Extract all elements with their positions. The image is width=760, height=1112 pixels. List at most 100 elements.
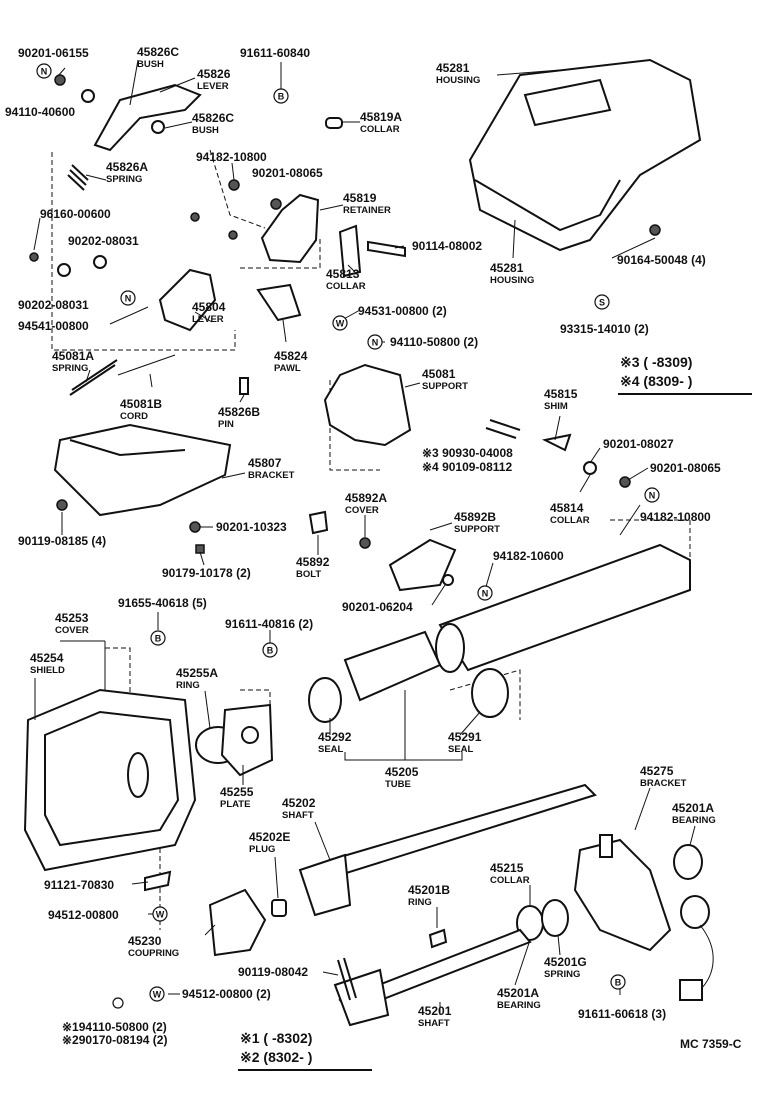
part-number-label: 91611-40816 (2) xyxy=(225,617,313,631)
part-number-label: ※194110-50800 (2) xyxy=(62,1020,167,1034)
part-number-label: 91611-60618 (3) xyxy=(578,1007,666,1021)
part-number-label: 45815 xyxy=(544,387,578,401)
part-number-label: 94182-10800 xyxy=(640,510,711,524)
part-number-label: 45291 xyxy=(448,730,482,744)
part-name-label: COVER xyxy=(345,505,379,516)
note-1-label: ※1 ( -8302) xyxy=(240,1030,312,1046)
part-name-label: RETAINER xyxy=(343,205,391,216)
part-name-label: COLLAR xyxy=(550,515,590,526)
part-number-label: 94182-10600 xyxy=(493,549,564,563)
leader-lines xyxy=(33,59,696,1015)
part-name-label: TUBE xyxy=(385,779,411,790)
part-name-label: BRACKET xyxy=(640,778,687,789)
b-symbol: B xyxy=(610,974,626,990)
cover-shield-group xyxy=(23,688,274,872)
part-number-label: 90164-50048 (4) xyxy=(617,253,706,267)
n-symbol: N xyxy=(644,487,660,503)
part-number-label: ※290170-08194 (2) xyxy=(62,1033,167,1047)
part-number-label: 45081B xyxy=(120,397,162,411)
part-number-label: 45201G xyxy=(544,955,587,969)
part-number-label: 45215 xyxy=(490,861,524,875)
part-name-label: HOUSING xyxy=(490,275,534,286)
part-name-label: BOLT xyxy=(296,569,321,580)
part-number-label: 91655-40618 (5) xyxy=(118,596,207,610)
note-3-label: ※3 ( -8309) xyxy=(620,354,692,370)
part-number-label: 45202 xyxy=(282,796,316,810)
part-number-label: 90201-08065 xyxy=(252,166,323,180)
part-name-label: PLUG xyxy=(249,844,275,855)
housing-group xyxy=(468,58,702,252)
part-number-label: 90201-08027 xyxy=(603,437,674,451)
part-name-label: COVER xyxy=(55,625,89,636)
part-number-label: 94512-00800 (2) xyxy=(182,987,271,1001)
part-number-label: 45201 xyxy=(418,1004,452,1018)
part-number-label: 94531-00800 (2) xyxy=(358,304,447,318)
part-name-label: BEARING xyxy=(497,1000,541,1011)
part-number-label: 45824 xyxy=(274,349,308,363)
part-number-label: 45292 xyxy=(318,730,352,744)
part-number-label: 93315-14010 (2) xyxy=(560,322,649,336)
svg-text:N: N xyxy=(372,338,379,348)
part-number-label: 45892A xyxy=(345,491,387,505)
part-number-label: 45254 xyxy=(30,651,64,665)
part-name-label: SUPPORT xyxy=(422,381,468,392)
part-number-label: 94110-40600 xyxy=(5,105,75,119)
part-name-label: RING xyxy=(176,680,200,691)
b-symbol: B xyxy=(273,88,289,104)
part-name-label: LEVER xyxy=(192,314,224,325)
part-number-label: 96160-00600 xyxy=(40,207,111,221)
part-number-label: 45081 xyxy=(422,367,456,381)
part-number-label: 45081A xyxy=(52,349,94,363)
part-number-label: 45826A xyxy=(106,160,148,174)
part-number-label: 45255 xyxy=(220,785,254,799)
part-number-label: 45826B xyxy=(218,405,260,419)
part-number-label: 45814 xyxy=(550,501,584,515)
part-name-label: LEVER xyxy=(197,81,229,92)
part-number-label: 94182-10800 xyxy=(196,150,267,164)
part-number-label: 91611-60840 xyxy=(240,46,310,60)
n-symbol: N xyxy=(367,334,383,350)
tube-group xyxy=(308,543,691,723)
part-labels: 90201-06155 45826C BUSH 91611-60840 9411… xyxy=(5,45,721,1047)
svg-text:N: N xyxy=(41,67,48,77)
part-number-label: 90119-08042 xyxy=(238,965,308,979)
part-name-label: SPRING xyxy=(544,969,580,980)
svg-text:W: W xyxy=(336,319,345,329)
part-number-label: 94541-00800 xyxy=(18,319,89,333)
part-number-label: 90201-06204 xyxy=(342,600,413,614)
part-number-label: 45892B xyxy=(454,510,496,524)
svg-text:S: S xyxy=(599,298,605,308)
part-number-label: 90201-08065 xyxy=(650,461,721,475)
part-name-label: SPRING xyxy=(52,363,88,374)
part-number-label: 90119-08185 (4) xyxy=(18,534,106,548)
part-number-label: 90201-10323 xyxy=(216,520,287,534)
part-name-label: COLLAR xyxy=(490,875,530,886)
part-number-label: 45892 xyxy=(296,555,330,569)
part-name-label: SHAFT xyxy=(418,1018,450,1029)
svg-text:B: B xyxy=(155,634,162,644)
part-name-label: COUPRING xyxy=(128,948,179,959)
diagram-code: MC 7359-C xyxy=(680,1037,742,1051)
part-number-label: ※3 90930-04008 xyxy=(422,446,513,460)
b-symbol: B xyxy=(262,642,278,658)
part-number-label: 45275 xyxy=(640,764,674,778)
n-symbol: N xyxy=(477,585,493,601)
part-number-label: 45819 xyxy=(343,191,377,205)
part-name-label: PLATE xyxy=(220,799,250,810)
part-number-label: 45826C xyxy=(137,45,179,59)
part-number-label: 45205 xyxy=(385,765,419,779)
part-name-label: PAWL xyxy=(274,363,301,374)
note-2-label: ※2 (8302- ) xyxy=(240,1049,312,1065)
part-name-label: BUSH xyxy=(192,125,219,136)
b-symbol: B xyxy=(150,630,166,646)
part-number-label: 45201A xyxy=(672,801,714,815)
part-name-label: SHIELD xyxy=(30,665,65,676)
part-number-label: 90202-08031 xyxy=(18,298,89,312)
part-number-label: 45202E xyxy=(249,830,290,844)
part-name-label: SHIM xyxy=(544,401,568,412)
part-number-label: 45819A xyxy=(360,110,402,124)
part-name-label: SPRING xyxy=(106,174,142,185)
part-number-label: 45826 xyxy=(197,67,231,81)
svg-text:N: N xyxy=(649,491,656,501)
